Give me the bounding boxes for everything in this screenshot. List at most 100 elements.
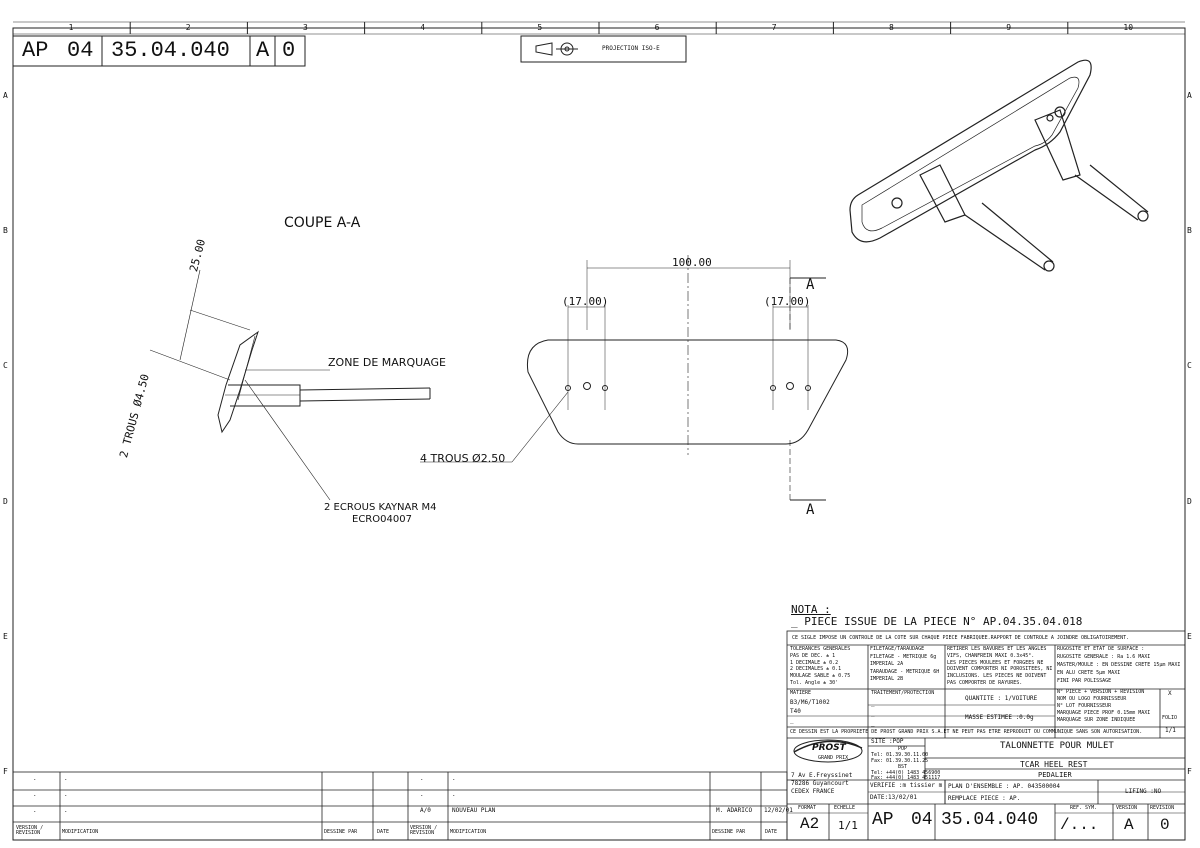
border-row-label-right: D (1187, 496, 1192, 506)
tb-doc-code: 04 (911, 810, 933, 830)
control-note: CE SIGLE IMPOSE UN CONTROLE DE LA COTE S… (792, 635, 1130, 641)
quantity: QUANTITE : 1/VOITURE (965, 695, 1038, 702)
site: SITE :POP (871, 738, 904, 745)
rev-header-modification: MODIFICATION (62, 829, 99, 835)
rev-modification: . (64, 775, 68, 782)
border-row-label-left: D (3, 496, 8, 506)
section-mark-top: A (806, 277, 815, 293)
rev-modification: . (64, 807, 68, 814)
rev-modification-2: NOUVEAU PLAN (452, 807, 496, 814)
plan-ensemble: PLAN D'ENSEMBLE : AP. 043500004 (948, 783, 1060, 790)
address-line: 7 Av E.Freyssinet (791, 772, 853, 779)
border-col-label: 7 (771, 23, 777, 32)
tb-doc-prefix: AP (872, 810, 894, 830)
site-bst-fax: Fax: +44(0) 1483 451117 (871, 775, 941, 781)
border-col-label: 2 (185, 23, 191, 32)
site-pop: POP (898, 746, 908, 752)
rev-header-version: VERSION / REVISION (16, 825, 44, 836)
front-view-drawing (420, 255, 849, 502)
rev-version: . (33, 807, 37, 814)
roughness-line: MASTER/MOULE : EN DESSINE CRETE 15µm MAX… (1057, 662, 1181, 668)
section-view-drawing (149, 269, 431, 501)
edge-line: RETIRER LES BAVURES ET LES ANGLES (947, 646, 1047, 652)
remplace-piece: REMPLACE PIECE : AP. (948, 795, 1021, 802)
projection-label: PROJECTION ISO-E (602, 45, 660, 52)
treatment-label: TRAITEMENT/PROTECTION (871, 690, 935, 696)
format-value: A2 (800, 815, 820, 833)
border-row-label-left: B (3, 226, 8, 235)
dim-right: (17.00) (764, 295, 811, 308)
border-row-label-left: A (3, 90, 8, 100)
lifting: LIFING :NO (1125, 788, 1162, 795)
note-text: _ PIECE ISSUE DE LA PIECE N° AP.04.35.04… (791, 615, 1083, 628)
subtitle: PEDALIER (1038, 771, 1072, 779)
border-row-label-right: A (1187, 90, 1192, 100)
rev-modification-2: . (452, 791, 456, 798)
ref-sym-label: REF. SYM. (1070, 805, 1098, 811)
note-title: NOTA : (791, 603, 831, 616)
site-pop-tel: Tel: 01.39.30.11.00 (871, 752, 929, 758)
format-label: FORMAT (798, 805, 817, 811)
doc-letter: A (256, 38, 270, 63)
version-value: A (1124, 816, 1134, 834)
tolerance-line: 1 DECIMALE ± 0.2 (790, 659, 839, 666)
thread-line: FILETAGE - METRIQUE 6g (870, 653, 937, 660)
date: DATE:13/02/01 (870, 794, 917, 801)
title-en: TCAR HEEL REST (1020, 760, 1088, 769)
doc-prefix: AP (22, 38, 49, 63)
edge-line: DOIVENT COMPORTER NI POROSITEES, NI (947, 666, 1053, 673)
rev-version: . (33, 775, 37, 782)
border-col-label: 6 (654, 23, 660, 32)
dim-total: 100.00 (672, 256, 712, 269)
rev-header-dessine-2: DESSINE PAR (712, 829, 746, 835)
rev-header-date-2: DATE (765, 829, 778, 835)
doc-number: 35.04.040 (111, 38, 230, 63)
rev-version-2: A/0 (420, 807, 431, 814)
tolerance-line: Tol. Angle ± 30' (790, 680, 839, 686)
edge-line: VIFS, CHANFREIN MAXI 0.3x45°. (947, 652, 1035, 659)
site-bst-tel: Tel: +44(0) 1483 456900 (871, 770, 941, 776)
piece-info-line: N° LOT FOURNISSEUR (1057, 703, 1112, 709)
revision-value: 0 (1160, 816, 1170, 834)
border-col-label: 1 (68, 23, 74, 32)
piece-info-line: NOM OU LOGO FOURNISSEUR (1057, 696, 1127, 702)
header-code-boxes (12, 35, 306, 67)
doc-code: 04 (67, 38, 94, 63)
holes-label: 4 TROUS Ø2.50 (420, 452, 506, 465)
company-sub: GRAND PRIX (818, 755, 849, 761)
ref-sym-value: /... (1060, 816, 1099, 834)
piece-info-line: MARQUAGE PIECE PROF 0.15mm MAXI (1057, 710, 1151, 716)
rev-modification-2: . (452, 775, 456, 782)
tolerance-line: PAS DE DEC. ± 1 (790, 652, 836, 659)
tolerance-line: TOLERANCES GENERALES (790, 646, 851, 652)
matiere-label: MATIERE (790, 690, 812, 696)
site-pop-fax: Fax: 01.39.30.11.25 (871, 758, 929, 764)
verified: VERIFIE :m tissier m (870, 782, 943, 789)
rev-date: 12/02/01 (764, 807, 793, 814)
matiere-value: B3/M6/T1002 (790, 699, 830, 706)
rev-version-2: . (420, 775, 424, 782)
revision-table-frame (12, 771, 788, 841)
border-col-label: 10 (1123, 23, 1134, 32)
border-row-label-right: E (1187, 632, 1192, 641)
folio-value: 1/1 (1165, 727, 1176, 734)
thread-line: TARAUDAGE - METRIQUE 6H (870, 668, 940, 675)
treatment-dash-3: _ (871, 720, 875, 727)
roughness-line: FINI PAR POLISSAGE (1057, 678, 1112, 684)
rev-version: . (33, 791, 37, 798)
treatment-dash-2: _ (871, 710, 875, 717)
scale-value: 1/1 (838, 819, 858, 832)
edge-line: INCLUSIONS. LES PIECES NE DOIVENT (947, 673, 1047, 680)
roughness-line: EN ALU CRETE 5µm MAXI (1057, 670, 1121, 676)
matiere-dash: _ (790, 717, 794, 724)
thread-line: IMPERIAL 2B (870, 676, 904, 682)
mass: MASSE ESTIMEE :0.0g (965, 714, 1034, 721)
property-note: CE DESSIN EST LA PROPRIETE DE PROST GRAN… (790, 729, 1143, 735)
roughness-line: RUGOSITE GENERALE : Ra 1.6 MAXI (1057, 654, 1151, 660)
matiere-grade: T40 (790, 708, 801, 715)
folio-label: FOLIO (1162, 715, 1178, 721)
border-col-label: 4 (420, 23, 426, 32)
tolerance-line: 2 DECIMALES ± 0.1 (790, 666, 842, 673)
border-row-label-right: F (1187, 767, 1192, 777)
